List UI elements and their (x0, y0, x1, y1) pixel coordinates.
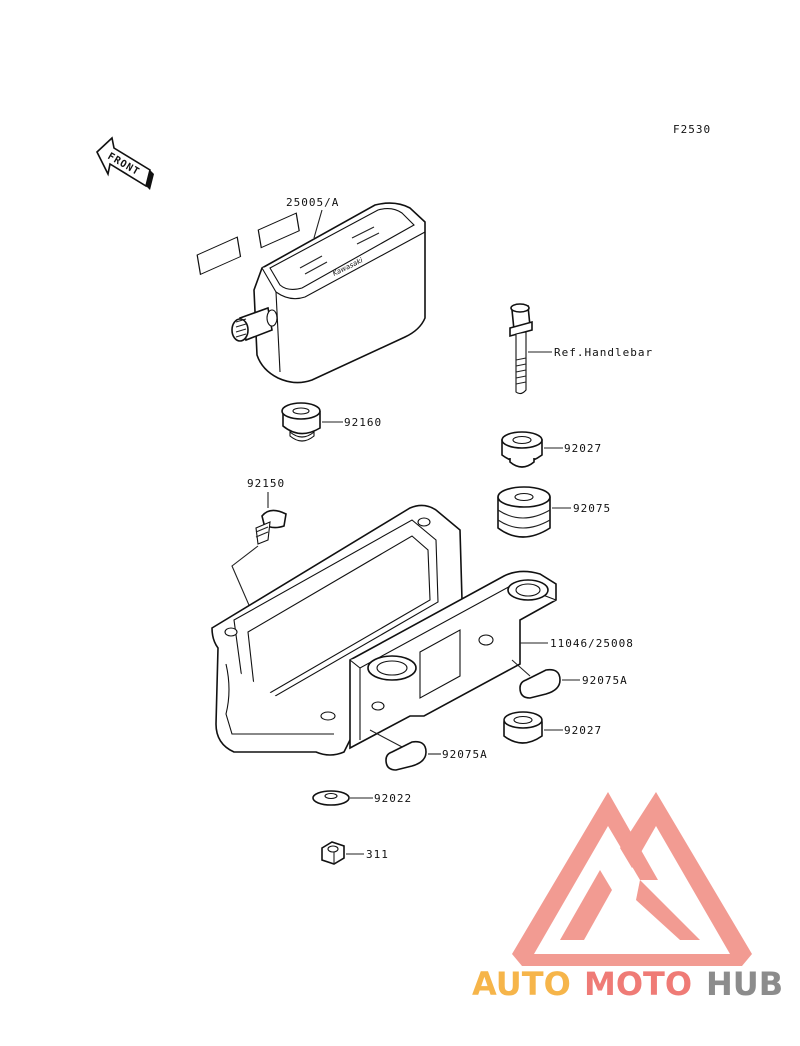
label-bracket: 11046/25008 (550, 637, 634, 650)
label-collar-lower: 92027 (564, 724, 602, 737)
damper-a-left (385, 740, 441, 771)
collar-upper (501, 431, 563, 468)
label-nut: 311 (366, 848, 389, 861)
label-meter: 25005/A (286, 196, 339, 209)
cable-connector (231, 306, 278, 342)
figure-code: F2530 (673, 123, 711, 136)
watermark-wordmark: AUTO MOTO HUB (472, 965, 783, 1003)
automotohub-logo-icon (512, 792, 752, 966)
meter-assembly: Kawasaki (196, 202, 426, 384)
rubber-damper (497, 486, 571, 538)
watermark-auto: AUTO (472, 965, 571, 1003)
label-damper-a-left: 92075A (442, 748, 488, 761)
grommet (281, 402, 343, 442)
label-collar-upper: 92027 (564, 442, 602, 455)
washer (312, 790, 373, 806)
watermark-hub: HUB (706, 965, 783, 1003)
damper-a-right (519, 668, 580, 699)
label-washer: 92022 (374, 792, 412, 805)
label-bolt: 92150 (247, 477, 285, 490)
hex-nut (321, 841, 364, 865)
mounting-bracket (211, 504, 463, 756)
label-handlebar-ref: Ref.Handlebar (554, 346, 653, 359)
handlebar-bolt (509, 303, 552, 395)
label-grommet: 92160 (344, 416, 382, 429)
support-bracket (349, 570, 557, 750)
front-arrow-icon: FRONT (96, 136, 154, 190)
label-damper-a-right: 92075A (582, 674, 628, 687)
watermark-moto: MOTO (584, 965, 692, 1003)
collar-lower (503, 711, 563, 744)
label-damper: 92075 (573, 502, 611, 515)
